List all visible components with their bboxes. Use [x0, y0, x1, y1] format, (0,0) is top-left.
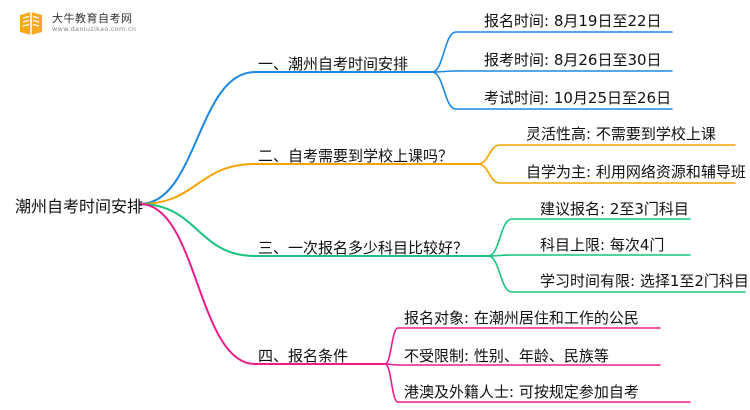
branch-subject-count: 三、一次报名多少科目比较好？	[258, 239, 469, 257]
leaf-limited-time: 学习时间有限: 选择1至2门科目	[540, 272, 749, 290]
branch-3-leaf-1-connector	[487, 218, 513, 257]
leaf-exam-time: 考试时间: 10月25日至26日	[484, 89, 672, 107]
branch-1-leaf-3-connector	[431, 71, 457, 110]
branch-schedule: 一、潮州自考时间安排	[258, 55, 409, 73]
branch-eligibility: 四、报名条件	[258, 347, 349, 365]
branch-attend-class: 二、自考需要到学校上课吗？	[258, 147, 454, 165]
leaf-registration-time: 报名时间: 8月19日至22日	[484, 12, 662, 30]
root-to-branch-4-connector	[139, 203, 256, 365]
leaf-hk-macau-foreign: 港澳及外籍人士: 可按规定参加自考	[404, 383, 639, 401]
logo-site-url: www.daniuzikao.com.cn	[52, 24, 137, 33]
book-logo-icon	[16, 9, 46, 37]
branch-3-leaf-3-connector	[487, 255, 513, 293]
branch-4-leaf-3-connector	[384, 363, 399, 403]
leaf-self-study: 自学为主: 利用网络资源和辅导班	[526, 163, 746, 181]
leaf-subject-limit: 科目上限: 每次4门	[540, 236, 665, 254]
branch-1-leaf-1-connector	[431, 31, 457, 73]
root-to-branch-1-connector	[139, 71, 256, 205]
leaf-flexibility: 灵活性高: 不需要到学校上课	[526, 125, 716, 143]
leaf-no-restriction: 不受限制: 性别、年龄、民族等	[404, 347, 609, 365]
leaf-applicants: 报名对象: 在潮州居住和工作的公民	[404, 309, 639, 327]
logo-site-name: 大牛教育自考网	[52, 11, 133, 25]
branch-2-leaf-1-connector	[477, 144, 501, 165]
root-node: 潮州自考时间安排	[15, 197, 144, 216]
leaf-apply-time: 报考时间: 8月26日至30日	[484, 51, 662, 69]
leaf-suggested-count: 建议报名: 2至3门科目	[540, 200, 689, 218]
branch-2-leaf-2-connector	[477, 163, 501, 184]
site-logo: 大牛教育自考网 www.daniuzikao.com.cn	[16, 9, 136, 37]
root-to-branch-2-connector	[139, 163, 256, 205]
root-to-branch-3-connector	[139, 203, 256, 257]
branch-4-leaf-1-connector	[384, 327, 399, 365]
